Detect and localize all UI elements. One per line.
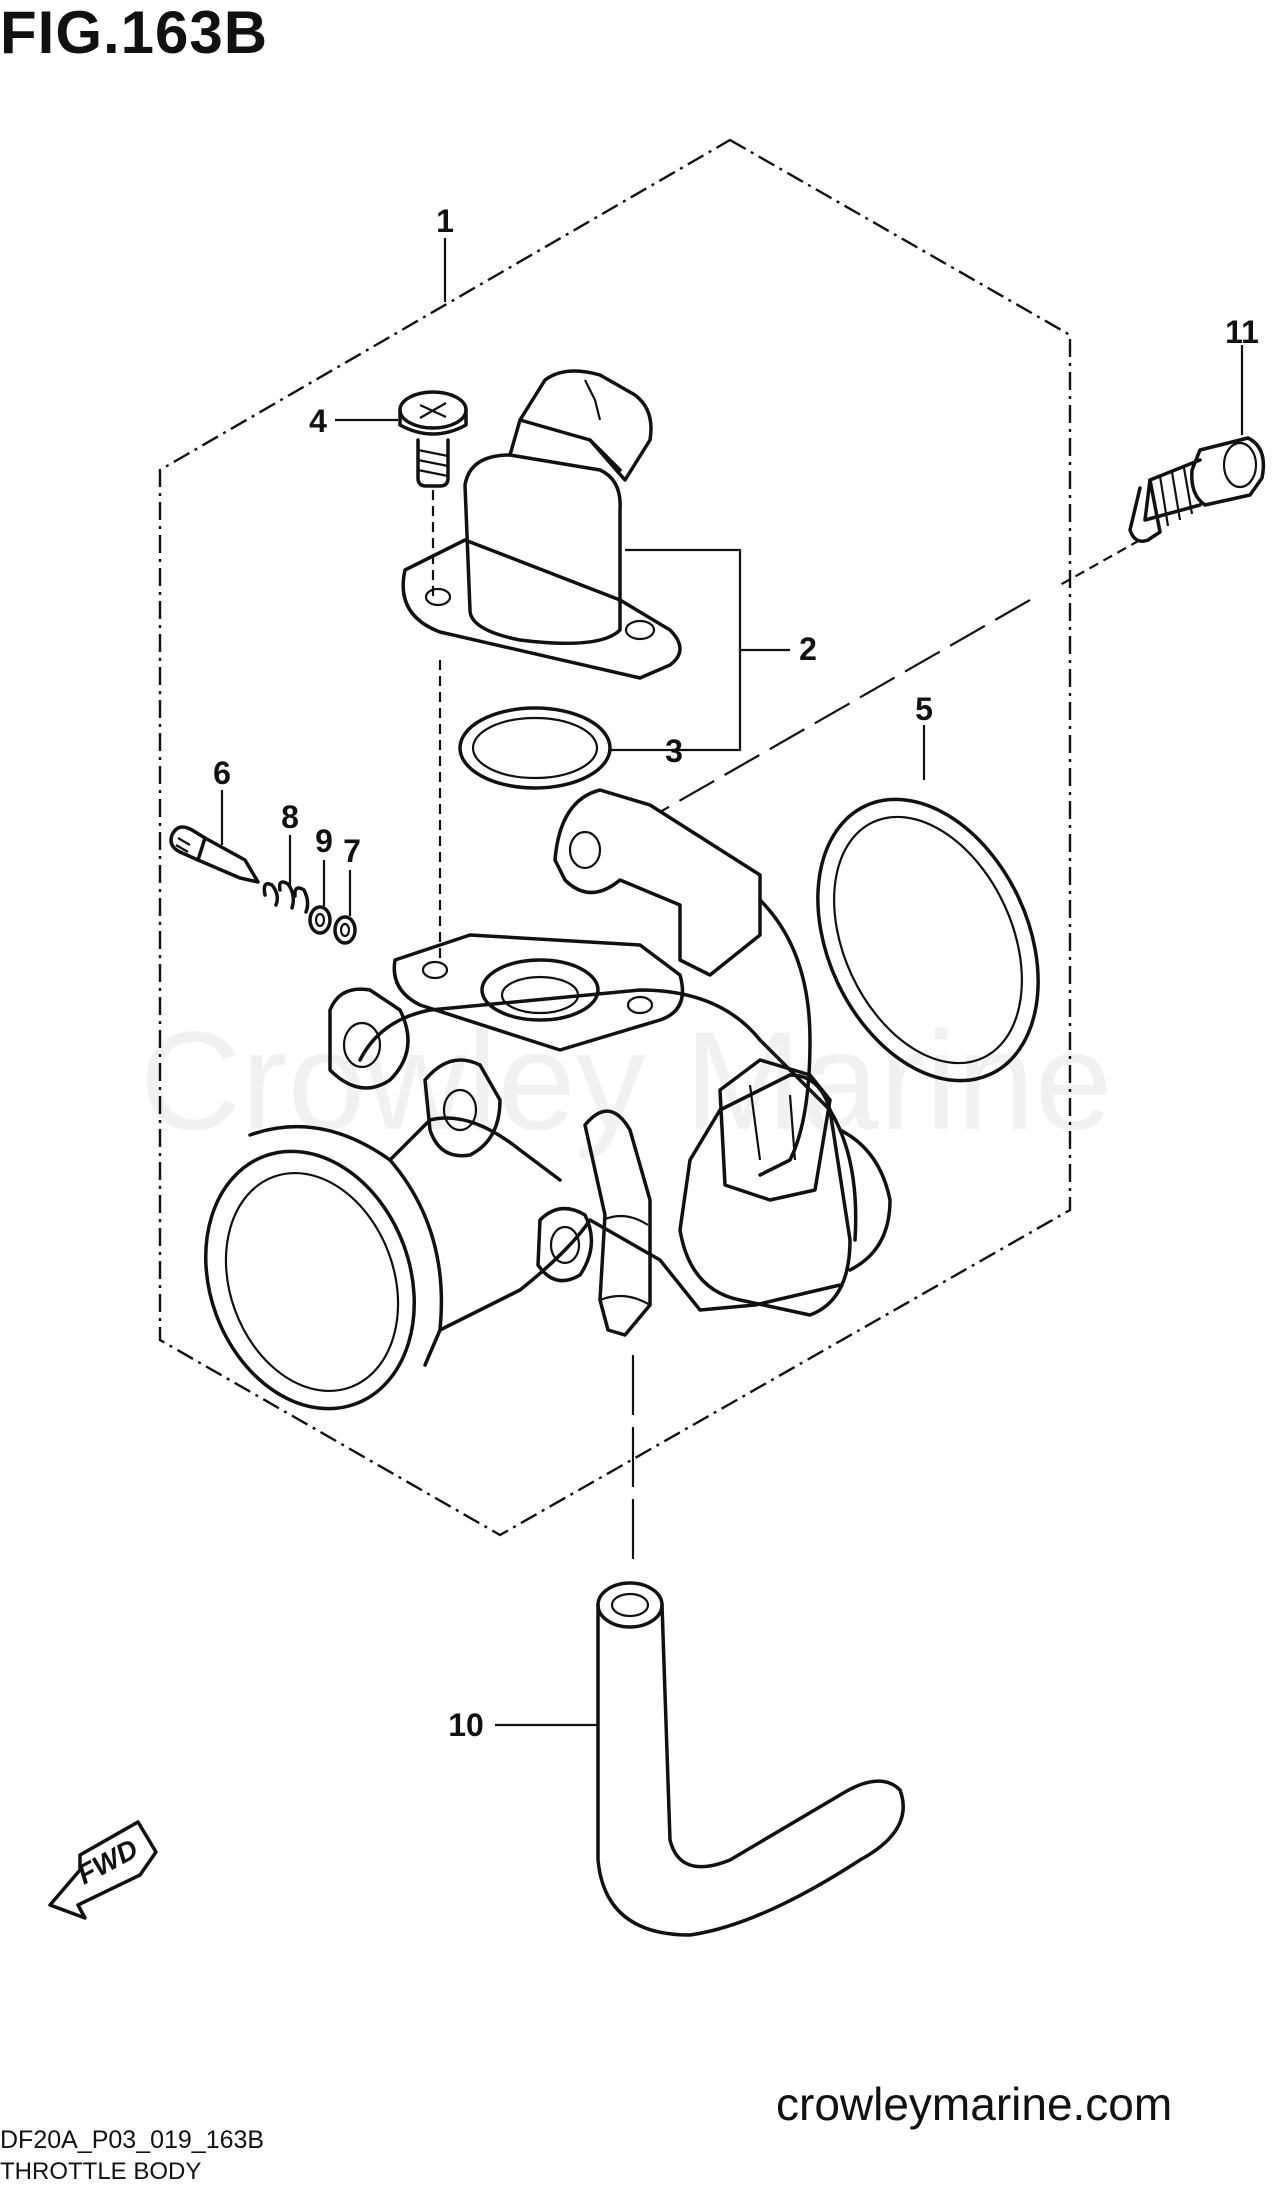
figure-title: FIG.163B (0, 0, 269, 66)
site-name: crowleymarine.com (776, 2078, 1173, 2130)
callout-8: 8 (281, 799, 299, 835)
callout-11: 11 (1225, 314, 1259, 350)
callout-4: 4 (309, 403, 327, 439)
part-hose-10 (596, 1355, 905, 1937)
fwd-label: FWD (72, 1833, 143, 1890)
leader-lines (220, 238, 1244, 1727)
diagram-code: DF20A_P03_019_163B (0, 2126, 265, 2154)
part-needle-6 (169, 825, 260, 884)
part-oring-5 (816, 797, 1040, 1083)
part-spring-8 (262, 880, 310, 914)
part-throttle-body (203, 788, 892, 1411)
diagram-subtitle: THROTTLE BODY (0, 2158, 202, 2185)
callout-5: 5 (915, 691, 933, 727)
callout-9: 9 (315, 823, 333, 859)
assembly-outline (158, 138, 1072, 1537)
part-oring-3 (458, 706, 612, 790)
callout-3: 3 (665, 733, 683, 769)
callout-10: 10 (448, 1707, 484, 1743)
callout-1: 1 (436, 203, 454, 239)
part-washer-7 (333, 915, 357, 945)
part-sensor-2 (401, 369, 682, 960)
part-screw-4 (398, 390, 468, 600)
callout-7: 7 (343, 833, 361, 869)
fwd-arrow: FWD (48, 1820, 158, 1920)
part-washer-9 (308, 905, 332, 935)
callout-2: 2 (799, 631, 817, 667)
callout-6: 6 (213, 755, 231, 791)
part-bolt-11 (659, 436, 1266, 813)
